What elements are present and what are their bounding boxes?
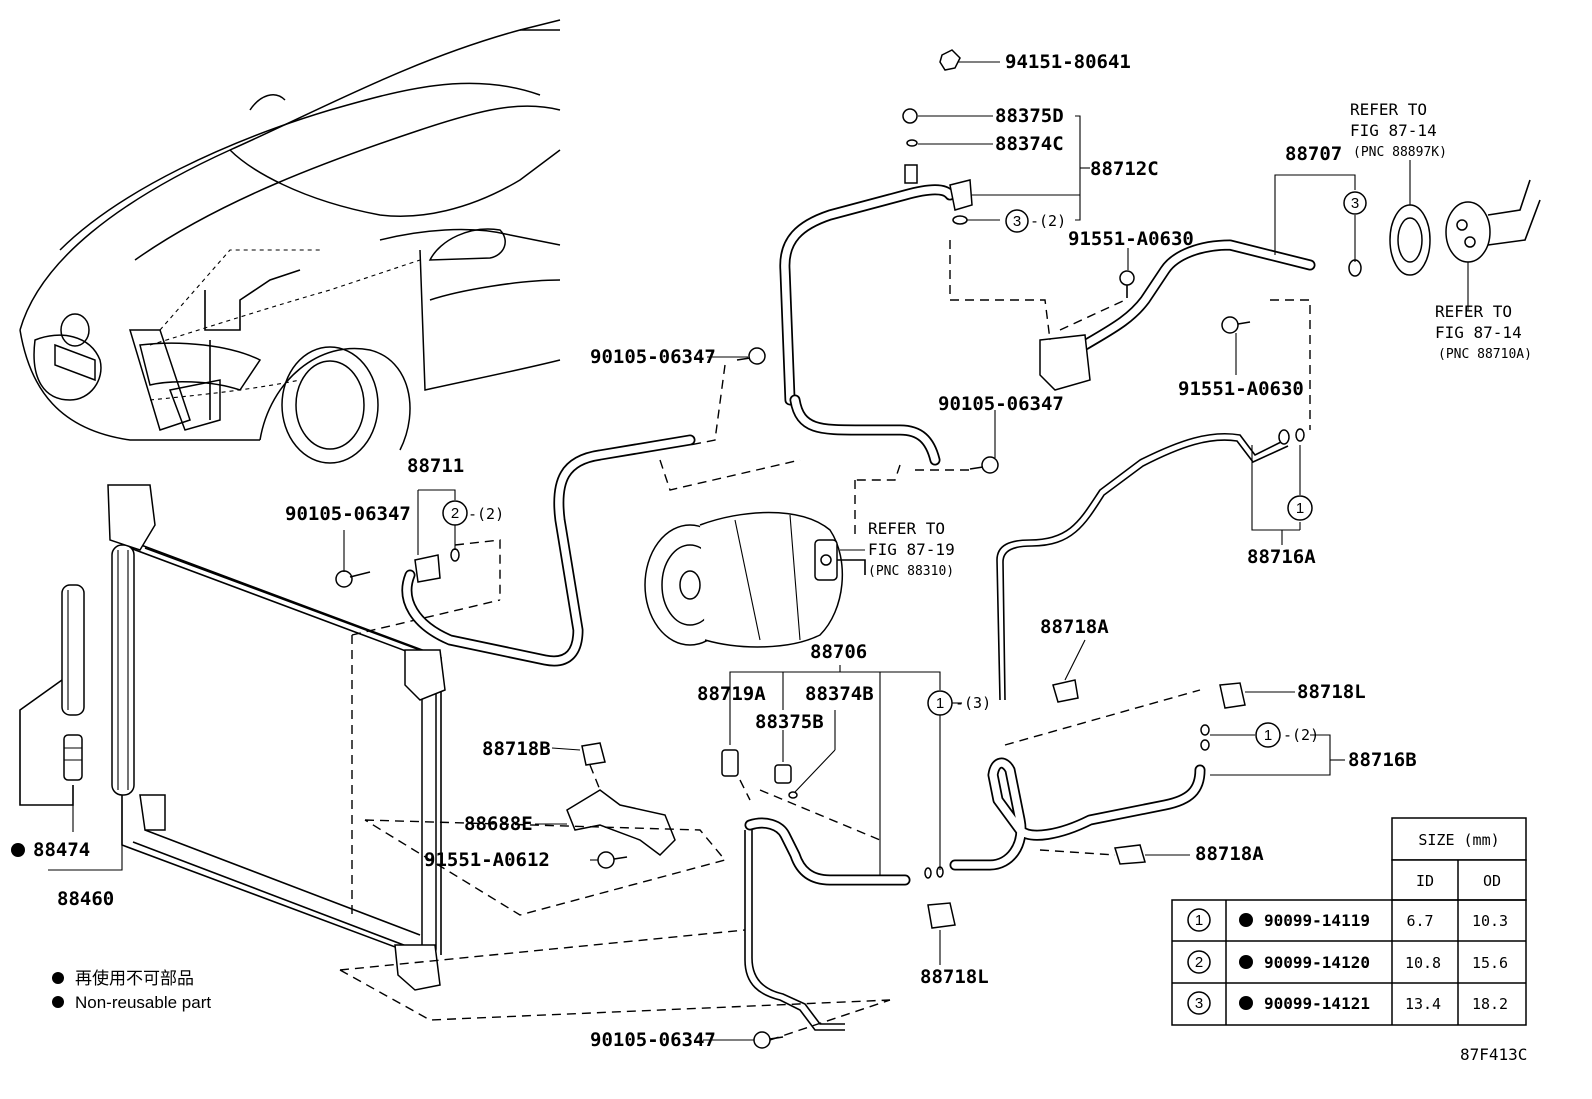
callout-91551-A0630-lower: 91551-A0630	[1178, 378, 1304, 400]
refer-1-line3: (PNC 88897K)	[1353, 145, 1447, 160]
refer-3-line3: (PNC 88310)	[868, 564, 954, 579]
table-row: 1 90099-14119 6.7 10.3	[1187, 908, 1508, 932]
non-reusable-dot-icon	[11, 843, 25, 857]
size-table: SIZE (mm) ID OD 1 90099-14119 6.7 10.3 2…	[1171, 817, 1527, 1026]
vehicle-front-illustration	[19, 19, 561, 464]
callout-88716A: 88716A	[1247, 546, 1316, 568]
figure-code: 87F413C	[1460, 1045, 1527, 1064]
circle-3-label: 3	[1013, 213, 1021, 230]
callout-88460: 88460	[57, 888, 114, 910]
leader-lines	[48, 61, 1469, 1041]
circle-markers: 3 3 2 1 1 1	[442, 191, 1367, 748]
row-id: 6.7	[1406, 912, 1433, 930]
bolt-icon	[1119, 270, 1135, 298]
legend: 再使用不可部品 Non-reusable part	[52, 968, 211, 1012]
callout-90105-06347-b: 90105-06347	[938, 393, 1064, 415]
callout-88374C: 88374C	[995, 133, 1064, 155]
callout-88474: 88474	[33, 839, 90, 861]
connection-leaders	[339, 240, 1311, 1041]
callout-circle2-count: -(2)	[468, 505, 504, 523]
callout-88718L-upper: 88718L	[1297, 681, 1366, 703]
callout-88718A-upper: 88718A	[1040, 616, 1109, 638]
non-reusable-dot-icon	[1239, 955, 1253, 969]
row-od: 15.6	[1472, 954, 1508, 972]
callout-88711: 88711	[407, 455, 464, 477]
pipes	[401, 184, 1316, 1031]
callout-88718B: 88718B	[482, 738, 551, 760]
refer-2-line2: FIG 87-14	[1435, 323, 1522, 342]
row-key: 3	[1195, 995, 1203, 1012]
callout-88706: 88706	[810, 641, 867, 663]
condenser-assembly	[107, 484, 501, 991]
non-reusable-dot-icon	[1239, 996, 1253, 1010]
table-row: 3 90099-14121 13.4 18.2	[1187, 991, 1508, 1015]
refer-2-line3: (PNC 88710A)	[1438, 347, 1532, 362]
row-id: 10.8	[1405, 954, 1441, 972]
callout-circle1-count-a: -(3)	[955, 694, 991, 712]
row-od: 10.3	[1472, 912, 1508, 930]
circle-1-label: 1	[1264, 727, 1272, 744]
refer-3-line1: REFER TO	[868, 519, 945, 538]
callout-91551-A0612: 91551-A0612	[424, 849, 550, 871]
table-header-size: SIZE (mm)	[1418, 831, 1499, 849]
row-key: 2	[1195, 954, 1203, 971]
callout-circle1-count-b: -(2)	[1283, 726, 1319, 744]
bolt-icon	[736, 347, 766, 365]
callout-90105-06347-d: 90105-06347	[590, 1029, 716, 1051]
row-part-number: 90099-14121	[1264, 994, 1370, 1013]
refer-1-line2: FIG 87-14	[1350, 121, 1437, 140]
refer-1-line1: REFER TO	[1350, 100, 1427, 119]
part-callouts: 94151-80641 88375D 88374C 88712C -(2) 91…	[11, 51, 1417, 1051]
callout-88688E: 88688E	[464, 813, 533, 835]
circle-1-label: 1	[1296, 500, 1304, 517]
receiver-dryer-88474	[19, 584, 85, 806]
row-part-number: 90099-14119	[1264, 911, 1370, 930]
bolt-icon	[597, 851, 628, 869]
refer-3-line2: FIG 87-19	[868, 540, 955, 559]
callout-88375D: 88375D	[995, 105, 1064, 127]
callout-88375B: 88375B	[755, 711, 824, 733]
callout-88374B: 88374B	[805, 683, 874, 705]
ac-compressor	[644, 511, 866, 648]
callout-91551-A0630-upper: 91551-A0630	[1068, 228, 1194, 250]
callout-88707: 88707	[1285, 143, 1342, 165]
legend-english: Non-reusable part	[75, 993, 211, 1012]
non-reusable-dot-icon	[1239, 913, 1253, 927]
refer-notes: REFER TO FIG 87-14 (PNC 88897K) REFER TO…	[868, 100, 1532, 579]
callout-88719A: 88719A	[697, 683, 766, 705]
bolt-icon	[753, 1031, 784, 1049]
table-row: 2 90099-14120 10.8 15.6	[1187, 950, 1508, 974]
row-key: 1	[1195, 912, 1203, 929]
callout-94151-80641: 94151-80641	[1005, 51, 1131, 73]
legend-dot-icon	[52, 972, 64, 984]
table-header-od: OD	[1483, 872, 1501, 890]
circle-3-label: 3	[1351, 195, 1359, 212]
callout-88718A-lower: 88718A	[1195, 843, 1264, 865]
circle-1-label: 1	[936, 695, 944, 712]
bolt-icon	[1221, 316, 1251, 334]
table-header-id: ID	[1416, 872, 1434, 890]
legend-dot-icon	[52, 996, 64, 1008]
legend-japanese: 再使用不可部品	[75, 968, 194, 988]
row-part-number: 90099-14120	[1264, 953, 1370, 972]
callout-88716B: 88716B	[1348, 749, 1417, 771]
bolt-icon	[335, 570, 371, 588]
row-id: 13.4	[1405, 995, 1441, 1013]
callout-circle3-count: -(2)	[1030, 212, 1066, 230]
callout-88712C: 88712C	[1090, 158, 1159, 180]
circle-2-label: 2	[451, 505, 459, 522]
row-od: 18.2	[1472, 995, 1508, 1013]
callout-88718L-lower: 88718L	[920, 966, 989, 988]
bolt-icon	[969, 456, 999, 474]
refer-2-line1: REFER TO	[1435, 302, 1512, 321]
callout-90105-06347-c: 90105-06347	[285, 503, 411, 525]
callout-90105-06347-a: 90105-06347	[590, 346, 716, 368]
